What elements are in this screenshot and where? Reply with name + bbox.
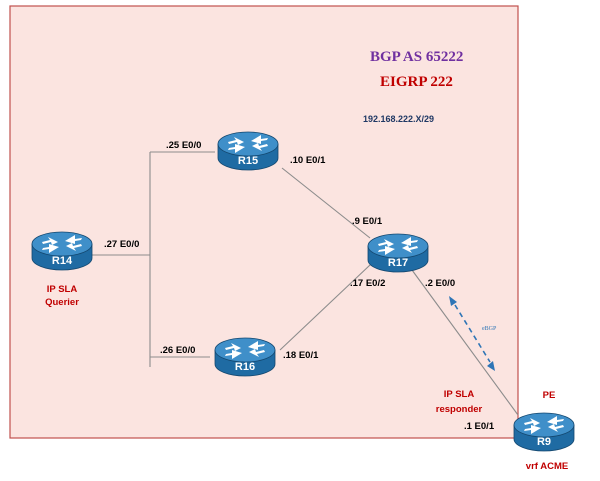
eigrp-title: EIGRP 222 [380, 74, 453, 90]
r9-role-line1: IP SLA [444, 389, 475, 400]
r14-role-line1: IP SLA [47, 284, 78, 295]
r14-iface-label: .27 E0/0 [104, 239, 139, 250]
router-r15[interactable]: R15 [217, 131, 279, 171]
link-r15-r17 [281, 167, 371, 239]
router-name: R14 [52, 255, 73, 267]
r15-iface-left-label: .25 E0/0 [166, 140, 201, 151]
r16-iface-left-label: .26 E0/0 [160, 345, 195, 356]
r15-iface-right-label: .10 E0/1 [290, 155, 326, 166]
r9-vrf-label: vrf ACME [526, 461, 568, 472]
r14-role-line2: Querier [45, 297, 79, 308]
ebgp-arrow [449, 296, 495, 371]
router-name: R16 [235, 361, 255, 373]
r9-pe-label: PE [543, 390, 556, 401]
r16-iface-right-label: .18 E0/1 [283, 350, 319, 361]
r17-iface-left-label: .17 E0/2 [350, 278, 385, 289]
router-r17[interactable]: R17 [367, 233, 429, 273]
bgp-as-title: BGP AS 65222 [370, 49, 463, 65]
r17-iface-right-label: .2 E0/0 [425, 278, 455, 289]
subnet-label: 192.168.222.X/29 [363, 114, 434, 124]
r17-iface-top-label: .9 E0/1 [352, 216, 383, 227]
r9-iface-label: .1 E0/1 [464, 421, 495, 432]
router-name: R15 [238, 155, 258, 167]
ebgp-label: eBGP [482, 326, 497, 332]
r9-role-line2: responder [436, 404, 483, 415]
links [92, 151, 519, 416]
link-r16-r17 [279, 264, 371, 351]
router-r9[interactable]: R9 [513, 412, 575, 452]
router-r14[interactable]: R14 [31, 231, 93, 271]
router-name: R9 [537, 436, 551, 448]
link-r17-r9 [411, 269, 519, 416]
router-name: R17 [388, 257, 408, 269]
router-r16[interactable]: R16 [214, 337, 276, 377]
